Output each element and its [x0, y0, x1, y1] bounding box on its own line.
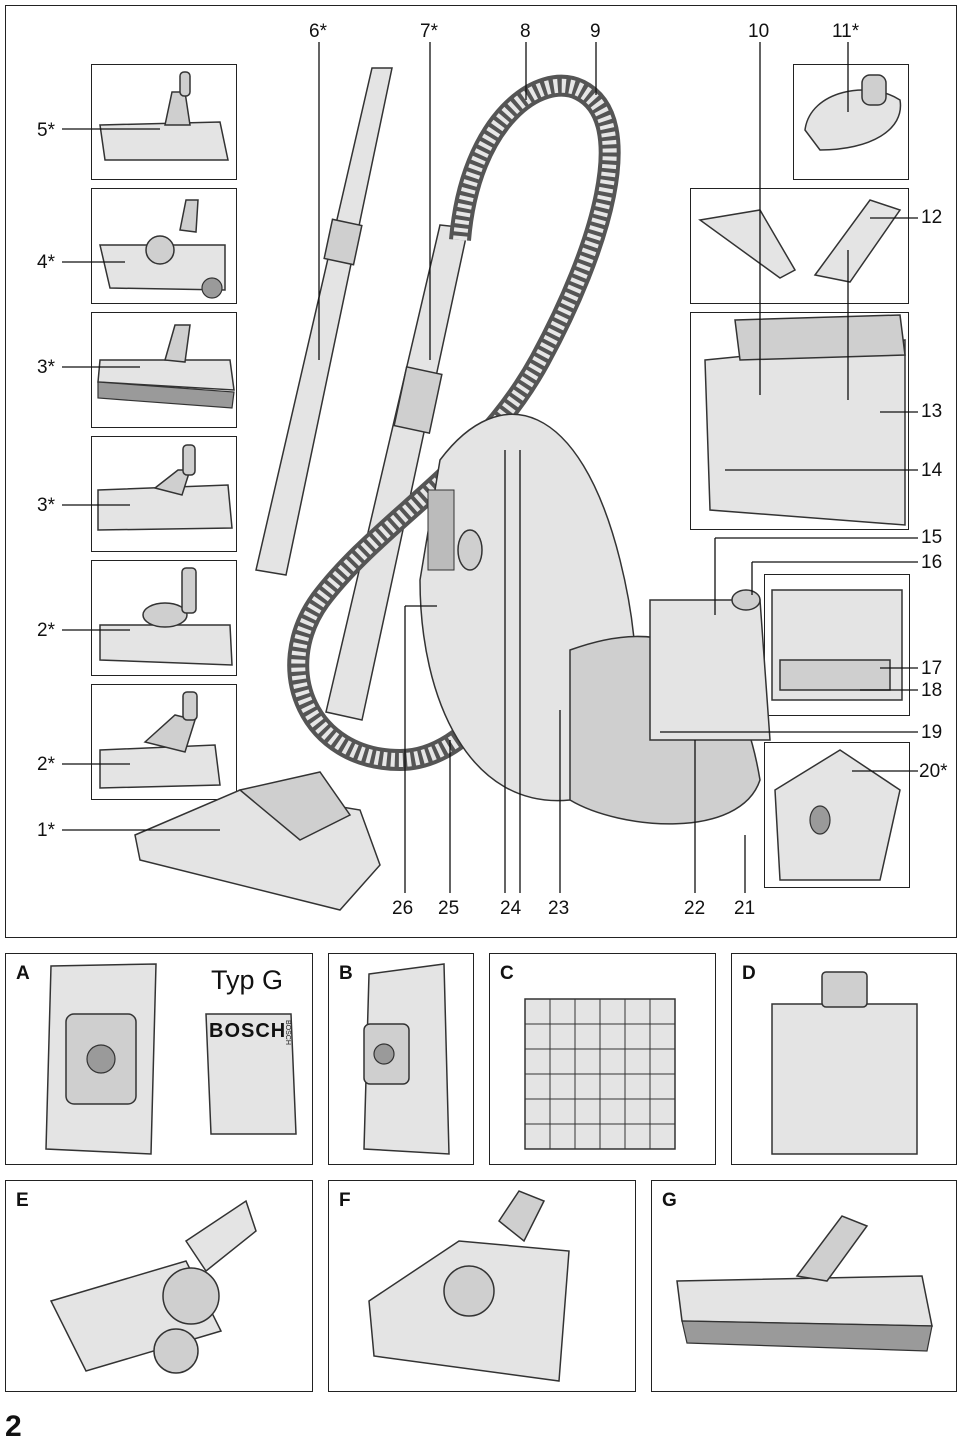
panel-a-typ-text: Typ G	[211, 965, 284, 995]
label-22: 22	[684, 898, 706, 919]
panel-d: D	[731, 953, 957, 1165]
label-24: 24	[500, 898, 522, 919]
label-16: 16	[921, 552, 943, 573]
label-11: 11*	[832, 21, 860, 42]
label-2b: 2*	[37, 754, 55, 775]
box-brand-side: BOSCH	[284, 1020, 291, 1045]
panel-a: A Typ G BOSCH BOSCH	[5, 953, 313, 1165]
nozzle-4-drawing	[99, 199, 226, 299]
motor-filter-drawing	[771, 971, 918, 1155]
label-20: 20*	[919, 761, 948, 782]
label-26: 26	[392, 898, 414, 919]
label-19: 19	[921, 722, 943, 743]
label-5: 5*	[37, 120, 55, 141]
label-9: 9	[590, 21, 601, 42]
label-6: 6*	[309, 21, 327, 42]
panel-g-label: G	[662, 1190, 677, 1211]
panel-e-label: E	[16, 1190, 29, 1211]
panel-c: C	[489, 953, 716, 1165]
dust-bag-drawing	[45, 963, 157, 1155]
nozzle-2a-drawing	[99, 567, 233, 666]
label-7: 7*	[420, 21, 438, 42]
hepa-filter-drawing	[524, 998, 676, 1150]
bag-box-drawing	[205, 1013, 297, 1135]
page-number: 2	[5, 1410, 22, 1443]
label-1: 1*	[37, 820, 55, 841]
panel-e: E	[5, 1180, 313, 1392]
label-2a: 2*	[37, 620, 55, 641]
panel-b-label: B	[339, 963, 353, 984]
panel-f: F	[328, 1180, 636, 1392]
panel-a-label: A	[16, 963, 30, 984]
nozzle-2b-drawing	[99, 691, 221, 789]
label-10: 10	[748, 21, 770, 42]
label-3a: 3*	[37, 357, 55, 378]
panel-f-label: F	[339, 1190, 351, 1211]
label-4: 4*	[37, 252, 55, 273]
turbo-brush-drawing	[49, 1199, 257, 1374]
label-13: 13	[921, 401, 943, 422]
label-14: 14	[921, 460, 943, 481]
hard-floor-nozzle-drawing	[676, 1215, 933, 1352]
label-8: 8	[520, 21, 531, 42]
panel-g: G	[651, 1180, 957, 1392]
panel-d-label: D	[742, 963, 756, 984]
panel-c-label: C	[500, 963, 514, 984]
label-12: 12	[921, 207, 943, 228]
label-17: 17	[921, 658, 943, 679]
label-18: 18	[921, 680, 943, 701]
label-25: 25	[438, 898, 460, 919]
label-15: 15	[921, 527, 943, 548]
nozzle-3b-drawing	[97, 444, 233, 531]
label-3b: 3*	[37, 495, 55, 516]
label-21: 21	[734, 898, 756, 919]
panel-b: B	[328, 953, 474, 1165]
nozzle-5-drawing	[99, 71, 229, 161]
box-brand: BOSCH	[209, 1020, 287, 1042]
label-23: 23	[548, 898, 570, 919]
paper-bag-drawing	[363, 963, 450, 1155]
turbo-nozzle-drawing	[368, 1190, 570, 1382]
